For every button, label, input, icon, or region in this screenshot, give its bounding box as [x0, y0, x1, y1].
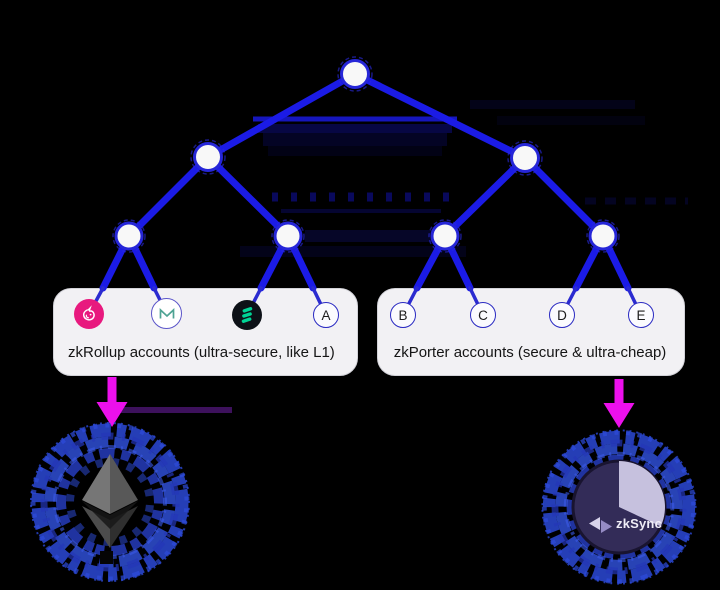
leaf-label: C — [478, 307, 488, 323]
tree-edge — [204, 153, 292, 240]
zksync-label: zkSync — [616, 516, 662, 531]
leaf-node-d: D — [549, 302, 575, 328]
leaf-node-c: C — [470, 302, 496, 328]
artifact-streaks — [120, 100, 688, 413]
down-arrow-right — [603, 379, 635, 428]
uniswap-icon — [74, 299, 104, 329]
leaf-node-a: A — [313, 302, 339, 328]
zksync-blob: zkSync — [523, 411, 714, 590]
tree-node — [507, 140, 543, 176]
tree-node-root — [337, 56, 373, 92]
zksync-pie-logo: zkSync — [571, 459, 667, 555]
leaf-node-e: E — [628, 302, 654, 328]
unicorn-glyph — [82, 305, 95, 321]
leaf-label: D — [557, 307, 567, 323]
zksync-right-arrow-icon — [601, 520, 612, 533]
tree-node — [428, 219, 462, 253]
tree-node — [586, 219, 620, 253]
tree-edge — [521, 154, 607, 240]
leaf-label: A — [321, 307, 331, 323]
compound-bars-glyph — [241, 307, 253, 323]
compound-icon — [232, 300, 262, 330]
zkrollup-accounts-box — [53, 288, 358, 376]
zksync-left-arrow-icon — [589, 517, 600, 530]
leaf-label: B — [398, 307, 408, 323]
tree-edge — [351, 70, 529, 162]
maker-icon — [151, 298, 182, 329]
leaf-node-b: B — [390, 302, 416, 328]
tree-node — [271, 219, 305, 253]
zkporter-box-label: zkPorter accounts (secure & ultra-cheap) — [393, 344, 667, 361]
pie-slice — [619, 461, 665, 527]
tree-edge — [441, 154, 529, 240]
tree-node — [190, 139, 226, 175]
ethereum-blob — [11, 403, 208, 590]
zkrollup-box-label: zkRollup accounts (ultra-secure, like L1… — [68, 344, 335, 361]
ethereum-icon — [82, 454, 138, 548]
down-arrow-left — [96, 377, 128, 427]
tree-edge — [204, 70, 359, 161]
merkle-tree-nodes — [112, 56, 620, 253]
tree-edge — [125, 153, 212, 240]
leaf-label: E — [636, 307, 646, 323]
tree-node — [112, 219, 146, 253]
box-to-chain-arrows — [96, 377, 635, 428]
maker-m-glyph — [159, 307, 174, 318]
